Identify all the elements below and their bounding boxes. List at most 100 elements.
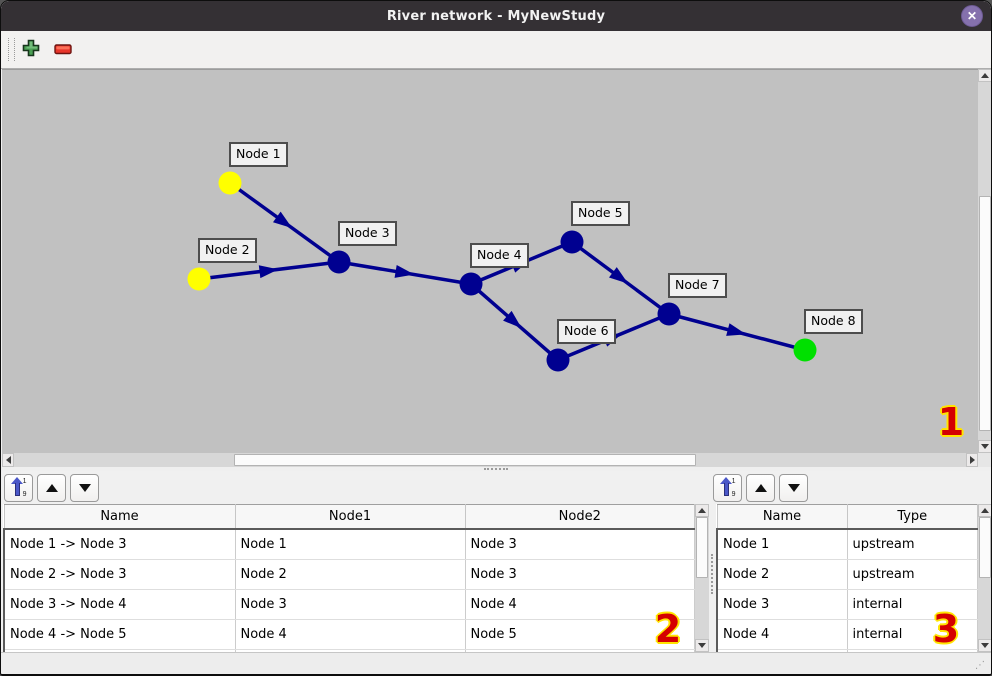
table-cell[interactable]: Node 1 [717, 529, 848, 560]
table-cell [4, 649, 236, 652]
table-cell[interactable]: internal [847, 589, 978, 620]
scrollbar-thumb[interactable] [979, 517, 991, 578]
arrow-up-icon [698, 508, 706, 513]
network-node[interactable] [218, 171, 242, 195]
tutorial-step-annotation: 3 [932, 607, 960, 651]
reaches-table-toolbar: 1 9 [4, 471, 99, 504]
network-node[interactable] [546, 348, 570, 372]
sort-button[interactable]: 1 9 [713, 473, 742, 502]
table-cell[interactable]: Node 5 [465, 619, 695, 650]
move-down-button[interactable] [70, 473, 99, 502]
reaches-table-scrollbar[interactable] [695, 504, 709, 652]
triangle-up-icon [45, 483, 58, 492]
table-cell[interactable]: Node 2 [717, 559, 848, 590]
scroll-down-button[interactable] [978, 639, 991, 652]
scrollbar-thumb[interactable] [696, 517, 708, 578]
table-cell[interactable]: Node 3 [717, 589, 848, 620]
scroll-up-button[interactable] [978, 504, 991, 517]
table-cell[interactable]: Node 4 -> Node 5 [4, 619, 236, 650]
tutorial-step-annotation: 1 [937, 400, 965, 444]
sort-button[interactable]: 1 9 [4, 473, 33, 502]
scroll-up-button[interactable] [695, 504, 709, 517]
nodes-table-scrollbar[interactable] [978, 504, 991, 652]
column-header[interactable]: Node1 [234, 504, 466, 530]
move-down-button[interactable] [779, 473, 808, 502]
toolbar-drag-handle[interactable] [8, 38, 15, 61]
arrow-left-icon [5, 456, 11, 464]
table-cell[interactable]: upstream [847, 529, 978, 560]
network-node[interactable] [793, 338, 817, 362]
table-cell[interactable]: Node 2 -> Node 3 [4, 559, 236, 590]
table-cell [465, 649, 695, 652]
table-row-empty [4, 649, 695, 652]
table-cell[interactable]: Node 3 [465, 559, 695, 590]
network-node[interactable] [657, 302, 681, 326]
minus-icon [54, 43, 72, 58]
scrollbar-thumb[interactable] [234, 454, 696, 466]
table-cell[interactable]: Node 4 [235, 619, 466, 650]
node-label: Node 5 [571, 201, 630, 226]
arrow-down-icon [981, 444, 989, 449]
node-label: Node 4 [470, 243, 529, 268]
column-header[interactable]: Node2 [464, 504, 695, 530]
arrow-up-icon [981, 508, 989, 513]
tutorial-step-annotation: 2 [654, 607, 682, 651]
main-toolbar [1, 31, 991, 69]
table-cell[interactable]: Node 2 [235, 559, 466, 590]
table-cell[interactable]: internal [847, 619, 978, 650]
node-label: Node 7 [668, 273, 727, 298]
table-cell[interactable]: Node 4 [717, 619, 848, 650]
table-cell[interactable]: Node 1 [235, 529, 466, 560]
add-node-button[interactable] [22, 39, 40, 60]
splitter-handle-dots [484, 468, 508, 470]
arrow-down-icon [981, 643, 989, 648]
scroll-down-button[interactable] [695, 639, 709, 652]
node-label: Node 2 [198, 238, 257, 263]
canvas-vertical-scrollbar[interactable] [978, 69, 991, 453]
column-header[interactable]: Name [716, 504, 848, 530]
network-node[interactable] [560, 230, 584, 254]
resize-grip[interactable]: ⋰ [975, 660, 985, 671]
triangle-down-icon [787, 483, 800, 492]
scrollbar-thumb[interactable] [979, 196, 991, 431]
table-cell[interactable]: Node 3 [235, 589, 466, 620]
table-cell[interactable]: Node 3 [465, 529, 695, 560]
flow-direction-arrow-icon [503, 310, 522, 329]
table-cell[interactable]: upstream [847, 559, 978, 590]
horizontal-splitter[interactable] [1, 467, 991, 471]
network-node[interactable] [459, 272, 483, 296]
remove-node-button[interactable] [54, 43, 72, 58]
scroll-right-button[interactable] [966, 453, 978, 467]
table-cell [235, 649, 466, 652]
column-header[interactable]: Name [3, 504, 236, 530]
scroll-up-button[interactable] [978, 69, 991, 82]
table-cell[interactable]: Node 3 -> Node 4 [4, 589, 236, 620]
table-cell [847, 649, 978, 652]
column-header[interactable]: Type [846, 504, 978, 530]
arrow-down-icon [698, 643, 706, 648]
triangle-up-icon [754, 483, 767, 492]
table-cell[interactable]: Node 4 [465, 589, 695, 620]
canvas-horizontal-scrollbar[interactable] [2, 453, 978, 467]
scroll-left-button[interactable] [2, 453, 14, 467]
scroll-down-button[interactable] [978, 440, 991, 453]
move-up-button[interactable] [37, 473, 66, 502]
network-node[interactable] [187, 267, 211, 291]
move-up-button[interactable] [746, 473, 775, 502]
close-button[interactable]: ✕ [961, 5, 983, 27]
table-cell[interactable]: Node 1 -> Node 3 [4, 529, 236, 560]
network-node[interactable] [327, 250, 351, 274]
vertical-splitter[interactable] [710, 504, 715, 652]
